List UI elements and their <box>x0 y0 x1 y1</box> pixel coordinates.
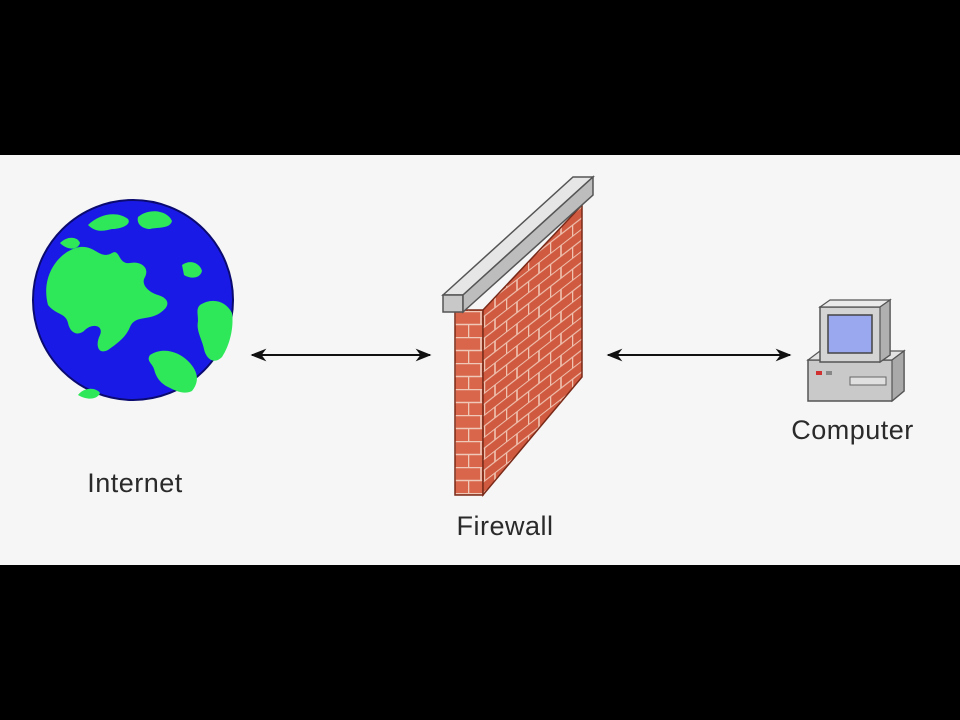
internet-label: Internet <box>87 468 183 498</box>
computer-label: Computer <box>791 415 914 445</box>
network-diagram <box>32 175 906 498</box>
brick-wall-icon <box>441 175 595 498</box>
desktop-computer-icon <box>806 298 906 403</box>
firewall-label: Firewall <box>456 511 554 541</box>
globe-icon <box>32 199 234 401</box>
diagram-panel: Internet Firewall Computer <box>0 155 960 565</box>
